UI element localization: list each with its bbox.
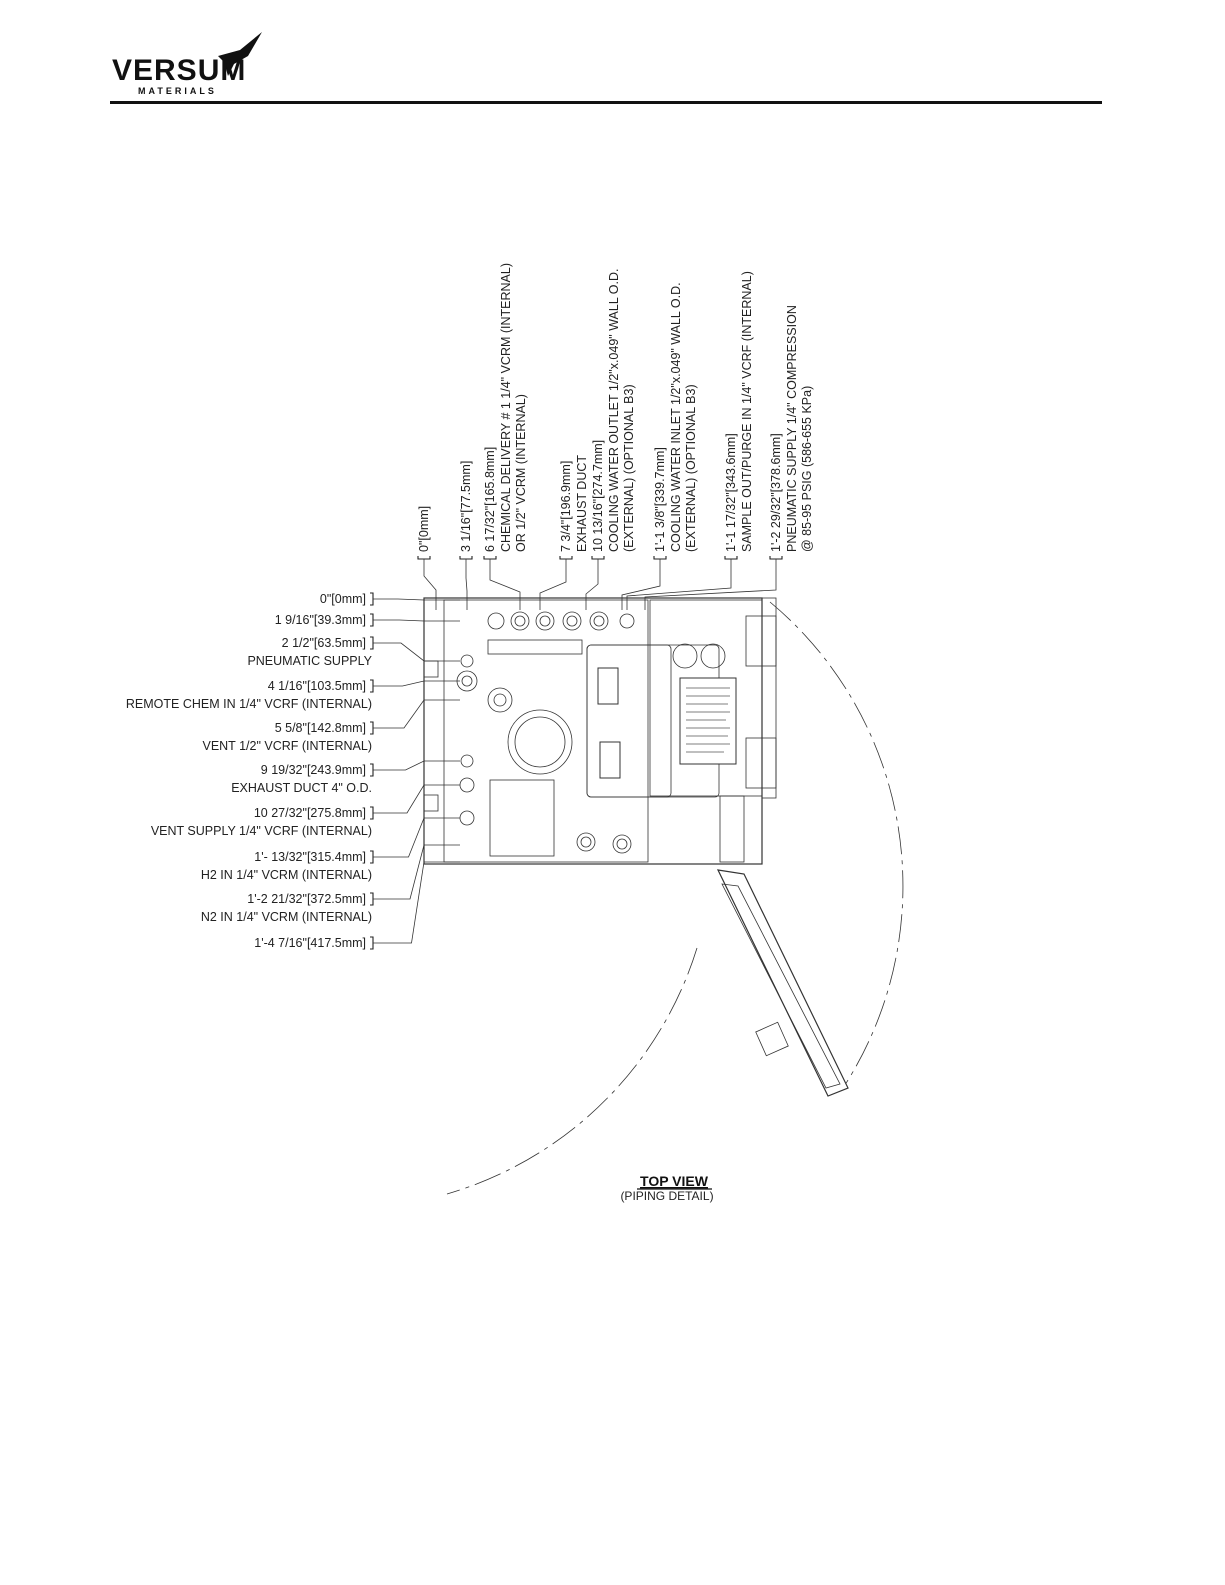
left-dim-value: 4 1/16"[103.5mm] bbox=[268, 679, 366, 693]
top-dim-description-2: (EXTERNAL) (OPTIONAL B3) bbox=[622, 384, 636, 552]
top-dim-description: COOLING WATER INLET 1/2"x.049" WALL O.D. bbox=[669, 282, 683, 552]
top-leader bbox=[621, 559, 661, 610]
top-dim-description-2: @ 85-95 PSIG (586-655 KPa) bbox=[800, 386, 814, 552]
left-dim-bracket bbox=[370, 892, 374, 906]
top-dim-value: 10 13/16"[274.7mm] bbox=[591, 440, 605, 552]
top-dim-value: 6 17/32"[165.8mm] bbox=[483, 447, 497, 552]
top-dim-value: 1'-2 29/32"[378.6mm] bbox=[769, 433, 783, 552]
logo-sub: MATERIALS bbox=[138, 86, 217, 96]
left-dim-bracket bbox=[370, 679, 374, 693]
left-leader bbox=[373, 680, 460, 687]
top-dimensions: 0"[0mm]3 1/16"[77.5mm]6 17/32"[165.8mm]C… bbox=[417, 263, 814, 610]
top-leader bbox=[626, 559, 732, 610]
left-leader bbox=[373, 699, 460, 729]
left-dim-value: 2 1/2"[63.5mm] bbox=[282, 636, 366, 650]
top-port-row bbox=[487, 611, 635, 631]
top-dim-bracket bbox=[483, 556, 497, 560]
top-leader bbox=[539, 559, 567, 610]
left-dim-bracket bbox=[370, 936, 374, 950]
top-dim-value: 1'-1 17/32"[343.6mm] bbox=[724, 433, 738, 552]
left-leader bbox=[373, 844, 460, 900]
left-dim-bracket bbox=[370, 613, 374, 627]
cooling-water-outlet-fitting bbox=[576, 832, 596, 852]
left-leader bbox=[373, 619, 460, 622]
open-door-panel bbox=[716, 869, 849, 1097]
door-swing-arc bbox=[769, 601, 904, 1089]
header-rule bbox=[110, 101, 1102, 104]
top-dim-description-2: OR 1/2" VCRM (INTERNAL) bbox=[514, 394, 528, 552]
left-dim-description: PNEUMATIC SUPPLY bbox=[247, 654, 372, 668]
left-dim-description: VENT 1/2" VCRF (INTERNAL) bbox=[202, 739, 372, 753]
left-dim-value: 1'-4 7/16"[417.5mm] bbox=[254, 936, 366, 950]
top-leader bbox=[644, 559, 777, 610]
door-swing-arc-lower bbox=[446, 947, 698, 1195]
top-dim-description: COOLING WATER OUTLET 1/2"x.049" WALL O.D… bbox=[607, 269, 621, 552]
logo-brand: VERSUM bbox=[112, 54, 246, 87]
left-dim-bracket bbox=[370, 763, 374, 777]
left-leader bbox=[373, 861, 460, 944]
top-dim-description: SAMPLE OUT/PURGE IN 1/4" VCRF (INTERNAL) bbox=[740, 271, 754, 552]
left-leader bbox=[373, 784, 460, 814]
left-dim-description: REMOTE CHEM IN 1/4" VCRF (INTERNAL) bbox=[126, 697, 372, 711]
left-dimensions: 0"[0mm] 1 9/16"[39.3mm] 2 1/2"[63.5mm] PNEU… bbox=[126, 592, 460, 950]
view-subtitle: (PIPING DETAIL) bbox=[620, 1189, 713, 1203]
left-dim-bracket bbox=[370, 721, 374, 735]
top-dim-value: 3 1/16"[77.5mm] bbox=[459, 461, 473, 552]
exhaust-duct-port bbox=[507, 709, 573, 775]
left-dim-bracket bbox=[370, 806, 374, 820]
top-dim-bracket bbox=[653, 556, 667, 560]
top-leader bbox=[585, 559, 599, 610]
top-leader bbox=[489, 559, 521, 610]
top-dim-bracket bbox=[591, 556, 605, 560]
left-dim-description: EXHAUST DUCT 4" O.D. bbox=[231, 781, 372, 795]
view-title: TOP VIEW bbox=[640, 1173, 709, 1189]
left-leader bbox=[373, 760, 460, 771]
top-dim-bracket bbox=[559, 556, 573, 560]
top-leader bbox=[423, 559, 437, 610]
left-dim-bracket bbox=[370, 592, 374, 606]
top-dim-description: CHEMICAL DELIVERY # 1 1/4" VCRM (INTERNA… bbox=[499, 263, 513, 552]
top-dim-description: PNEUMATIC SUPPLY 1/4" COMPRESSION bbox=[785, 305, 799, 552]
left-dim-value: 10 27/32"[275.8mm] bbox=[254, 806, 366, 820]
left-dim-bracket bbox=[370, 850, 374, 864]
left-dim-description: VENT SUPPLY 1/4" VCRF (INTERNAL) bbox=[151, 824, 372, 838]
left-dim-description: H2 IN 1/4" VCRM (INTERNAL) bbox=[201, 868, 372, 882]
top-dim-bracket bbox=[769, 556, 783, 560]
top-dim-bracket bbox=[459, 556, 473, 560]
cabinet bbox=[423, 597, 777, 865]
top-dim-value: 1'-1 3/8"[339.7mm] bbox=[653, 447, 667, 552]
left-dim-value: 9 19/32"[243.9mm] bbox=[261, 763, 366, 777]
left-dim-value: 0"[0mm] bbox=[320, 592, 366, 606]
versum-logo: VERSUM MATERIALS bbox=[112, 32, 262, 96]
bird-mark-icon bbox=[218, 32, 262, 76]
cooling-water-inlet-fitting bbox=[612, 834, 632, 854]
left-dim-value: 1'- 13/32"[315.4mm] bbox=[254, 850, 366, 864]
left-dim-value: 1'-2 21/32"[372.5mm] bbox=[247, 892, 366, 906]
top-dim-description-2: (EXTERNAL) (OPTIONAL B3) bbox=[684, 384, 698, 552]
top-dim-bracket bbox=[417, 556, 431, 560]
top-dim-bracket bbox=[724, 556, 738, 560]
left-leader bbox=[373, 817, 460, 858]
left-dim-bracket bbox=[370, 636, 374, 650]
top-dim-value: 0"[0mm] bbox=[417, 506, 431, 552]
left-leader bbox=[373, 598, 460, 601]
left-dim-description: N2 IN 1/4" VCRM (INTERNAL) bbox=[201, 910, 372, 924]
top-dim-description: EXHAUST DUCT bbox=[575, 455, 589, 552]
left-port-column bbox=[423, 654, 513, 826]
label-text-lines bbox=[686, 687, 730, 753]
left-leader bbox=[373, 642, 460, 662]
left-dim-value: 1 9/16"[39.3mm] bbox=[275, 613, 366, 627]
top-leader bbox=[465, 559, 468, 610]
left-dim-value: 5 5/8"[142.8mm] bbox=[275, 721, 366, 735]
top-dim-value: 7 3/4"[196.9mm] bbox=[559, 461, 573, 552]
